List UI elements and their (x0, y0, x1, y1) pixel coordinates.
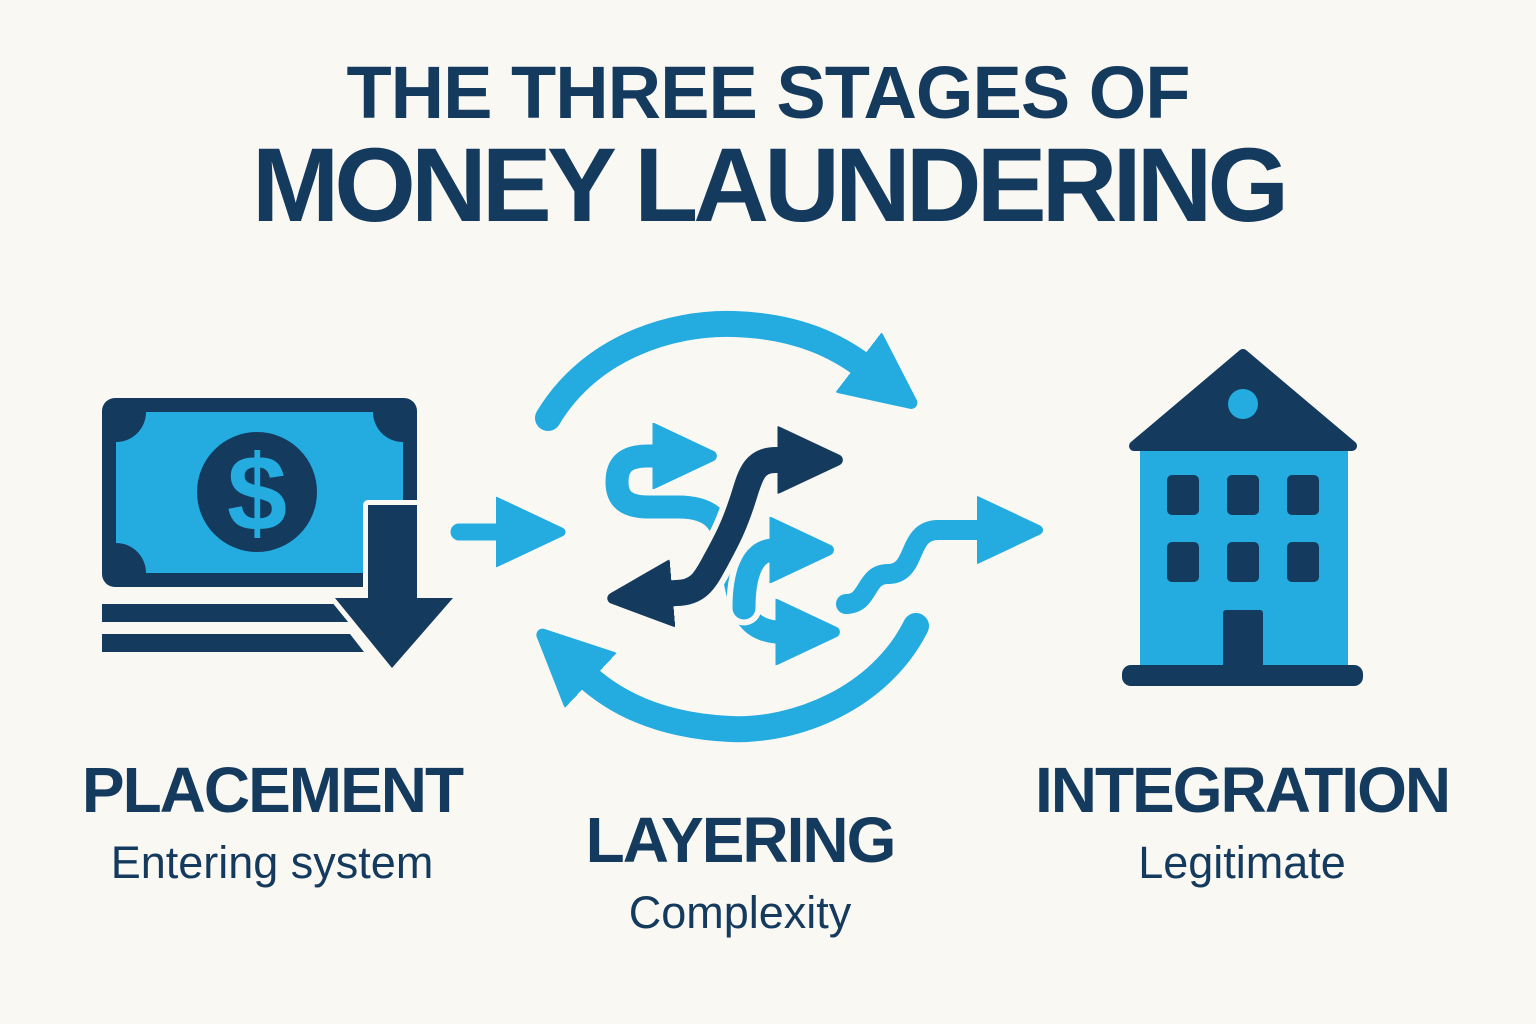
cycle-top-arc-icon (535, 310, 866, 431)
title-line-2: MONEY LAUNDERING (251, 127, 1289, 244)
deposit-down-arrow-icon (330, 500, 458, 673)
stage-integration: INTEGRATION Legitimate (1012, 758, 1472, 885)
window (1227, 475, 1259, 515)
window (1287, 475, 1319, 515)
navy-s-arrow-icon (664, 460, 786, 594)
stage-placement: PLACEMENT Entering system (60, 758, 484, 885)
title-line-1: THE THREE STAGES OF (346, 51, 1190, 134)
building-base (1122, 665, 1363, 686)
stage-title-integration: INTEGRATION (1034, 754, 1451, 826)
stage-title-layering: LAYERING (585, 804, 897, 876)
window (1167, 542, 1199, 582)
building-door (1223, 610, 1263, 667)
window (1167, 475, 1199, 515)
wavy-right-arrow-icon (836, 478, 1057, 614)
title-block: THE THREE STAGES OF MONEY LAUNDERING (0, 51, 1536, 244)
bill-frame: $ (102, 398, 417, 587)
stage-layering: LAYERING Complexity (545, 808, 935, 935)
tangled-arrows-cycle-icon (535, 310, 929, 743)
bill-corner (373, 412, 403, 442)
window (1287, 542, 1319, 582)
cycle-bottom-arc-icon (584, 613, 929, 743)
building-icon (1122, 349, 1363, 686)
building-windows (1167, 475, 1319, 582)
bill-corner (116, 543, 146, 573)
window (1227, 542, 1259, 582)
bill-stack-stripes (102, 604, 364, 652)
shuffle-arrows-icon (605, 456, 786, 632)
right-arrow-icon (450, 492, 570, 572)
stage-title-placement: PLACEMENT (81, 754, 464, 826)
stage-subtitle-integration: Legitimate (1138, 837, 1346, 888)
dollar-circle (197, 432, 317, 552)
stage-subtitle-placement: Entering system (110, 837, 434, 888)
roof-window (1228, 389, 1258, 419)
dollar-sign: $ (227, 432, 287, 553)
stage-subtitle-layering: Complexity (628, 887, 852, 938)
bill-corner (116, 412, 146, 442)
money-bill-deposit-icon: $ (102, 398, 458, 673)
